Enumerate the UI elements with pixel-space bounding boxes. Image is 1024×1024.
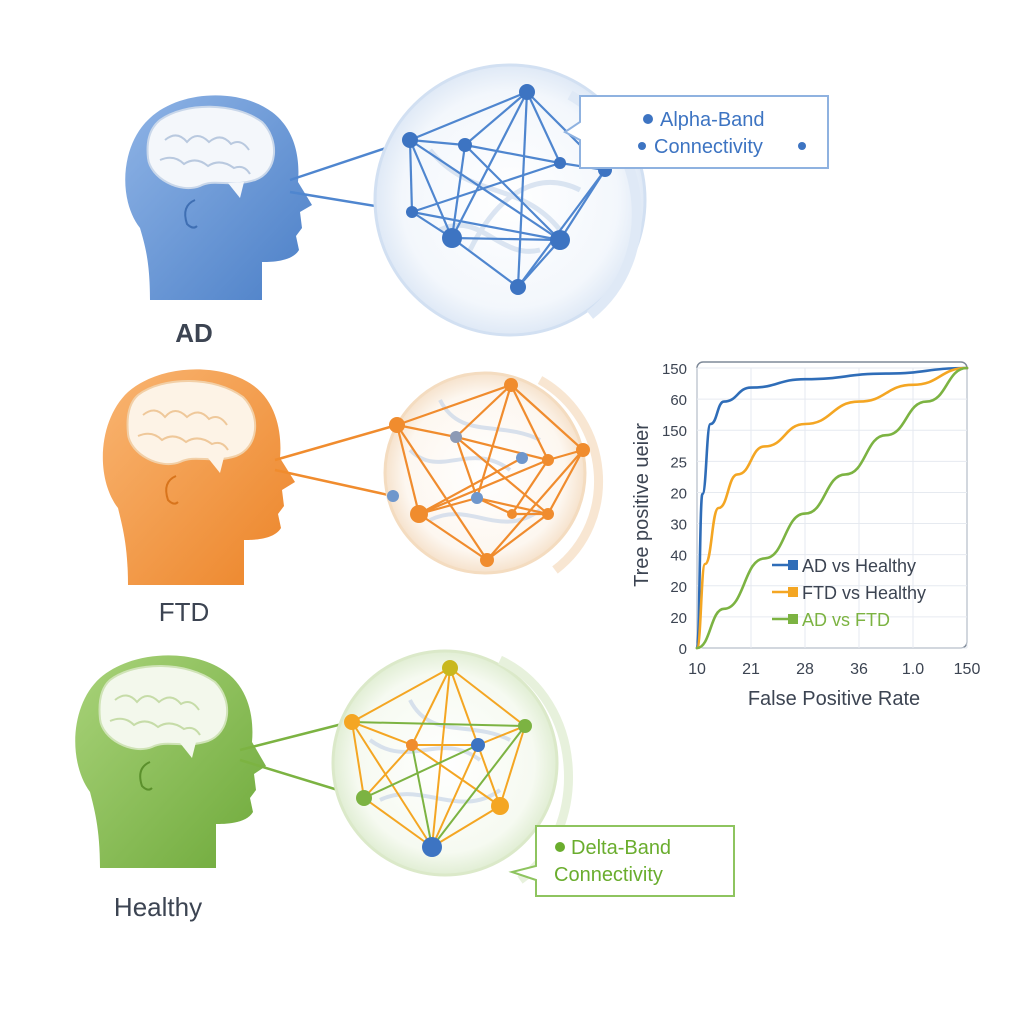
delta-callout-line2: Connectivity [554,864,663,886]
y-tick-label: 60 [670,392,687,409]
roc-curve-line [695,366,969,650]
legend-swatch [788,560,798,570]
ftd-head-icon [102,369,295,585]
legend-label: FTD vs Healthy [802,583,926,603]
delta-callout-line1: Delta-Band [571,837,671,859]
y-tick-label: 20 [670,579,687,596]
legend-swatch [788,587,798,597]
x-tick-label: 21 [742,661,760,678]
y-tick-label: 20 [670,485,687,502]
x-tick-label: 36 [850,661,868,678]
y-tick-label: 30 [670,517,687,534]
x-axis-label: False Positive Rate [748,688,920,710]
legend-label: AD vs Healthy [802,556,916,576]
roc-curve-line [695,366,969,650]
healthy-delta-network [331,649,573,884]
grid [696,367,968,649]
y-tick-label: 25 [670,454,687,471]
ftd-connector-line [274,468,394,498]
roc-chart: 150 60 150 25 20 30 40 20 20 0 10 21 28 36 1.0 150 Tre… [631,361,980,710]
y-axis-label: Tree positive ueier [631,423,653,587]
alpha-band-callout: Alpha-Band Connectivity [563,95,829,169]
ftd-row: FTD [102,369,603,627]
x-tick-label: 1.0 [902,661,924,678]
alpha-callout-line2: Connectivity [654,136,763,158]
alpha-callout-line1: Alpha-Band [660,109,765,131]
y-tick-label: 150 [662,423,687,440]
ad-head-icon [125,95,312,300]
y-tick-label: 0 [679,641,687,658]
y-tick-label: 20 [670,610,687,627]
x-tick-label: 150 [954,661,981,678]
delta-band-callout: Delta-Band Connectivity [508,825,735,897]
healthy-group-label: Healthy [114,892,202,922]
ad-row: AD [125,63,829,348]
healthy-head-icon [75,655,266,868]
plot-area [696,361,968,649]
y-tick-label: 150 [662,361,687,378]
ftd-connector-line [274,423,398,462]
ad-group-label: AD [175,318,213,348]
x-tick-labels: 10 21 28 36 1.0 150 [688,661,980,678]
roc-curve-line [695,366,969,650]
healthy-connector-line [239,720,351,752]
y-tick-label: 40 [670,548,687,565]
ftd-group-label: FTD [159,597,210,627]
x-tick-label: 10 [688,661,706,678]
ftd-network [383,371,603,575]
series-group [695,366,969,650]
healthy-row: Healthy [75,649,735,922]
y-tick-labels: 150 60 150 25 20 30 40 20 20 0 [662,361,687,658]
x-tick-label: 28 [796,661,814,678]
legend-label: AD vs FTD [802,610,890,630]
legend-swatch [788,614,798,624]
